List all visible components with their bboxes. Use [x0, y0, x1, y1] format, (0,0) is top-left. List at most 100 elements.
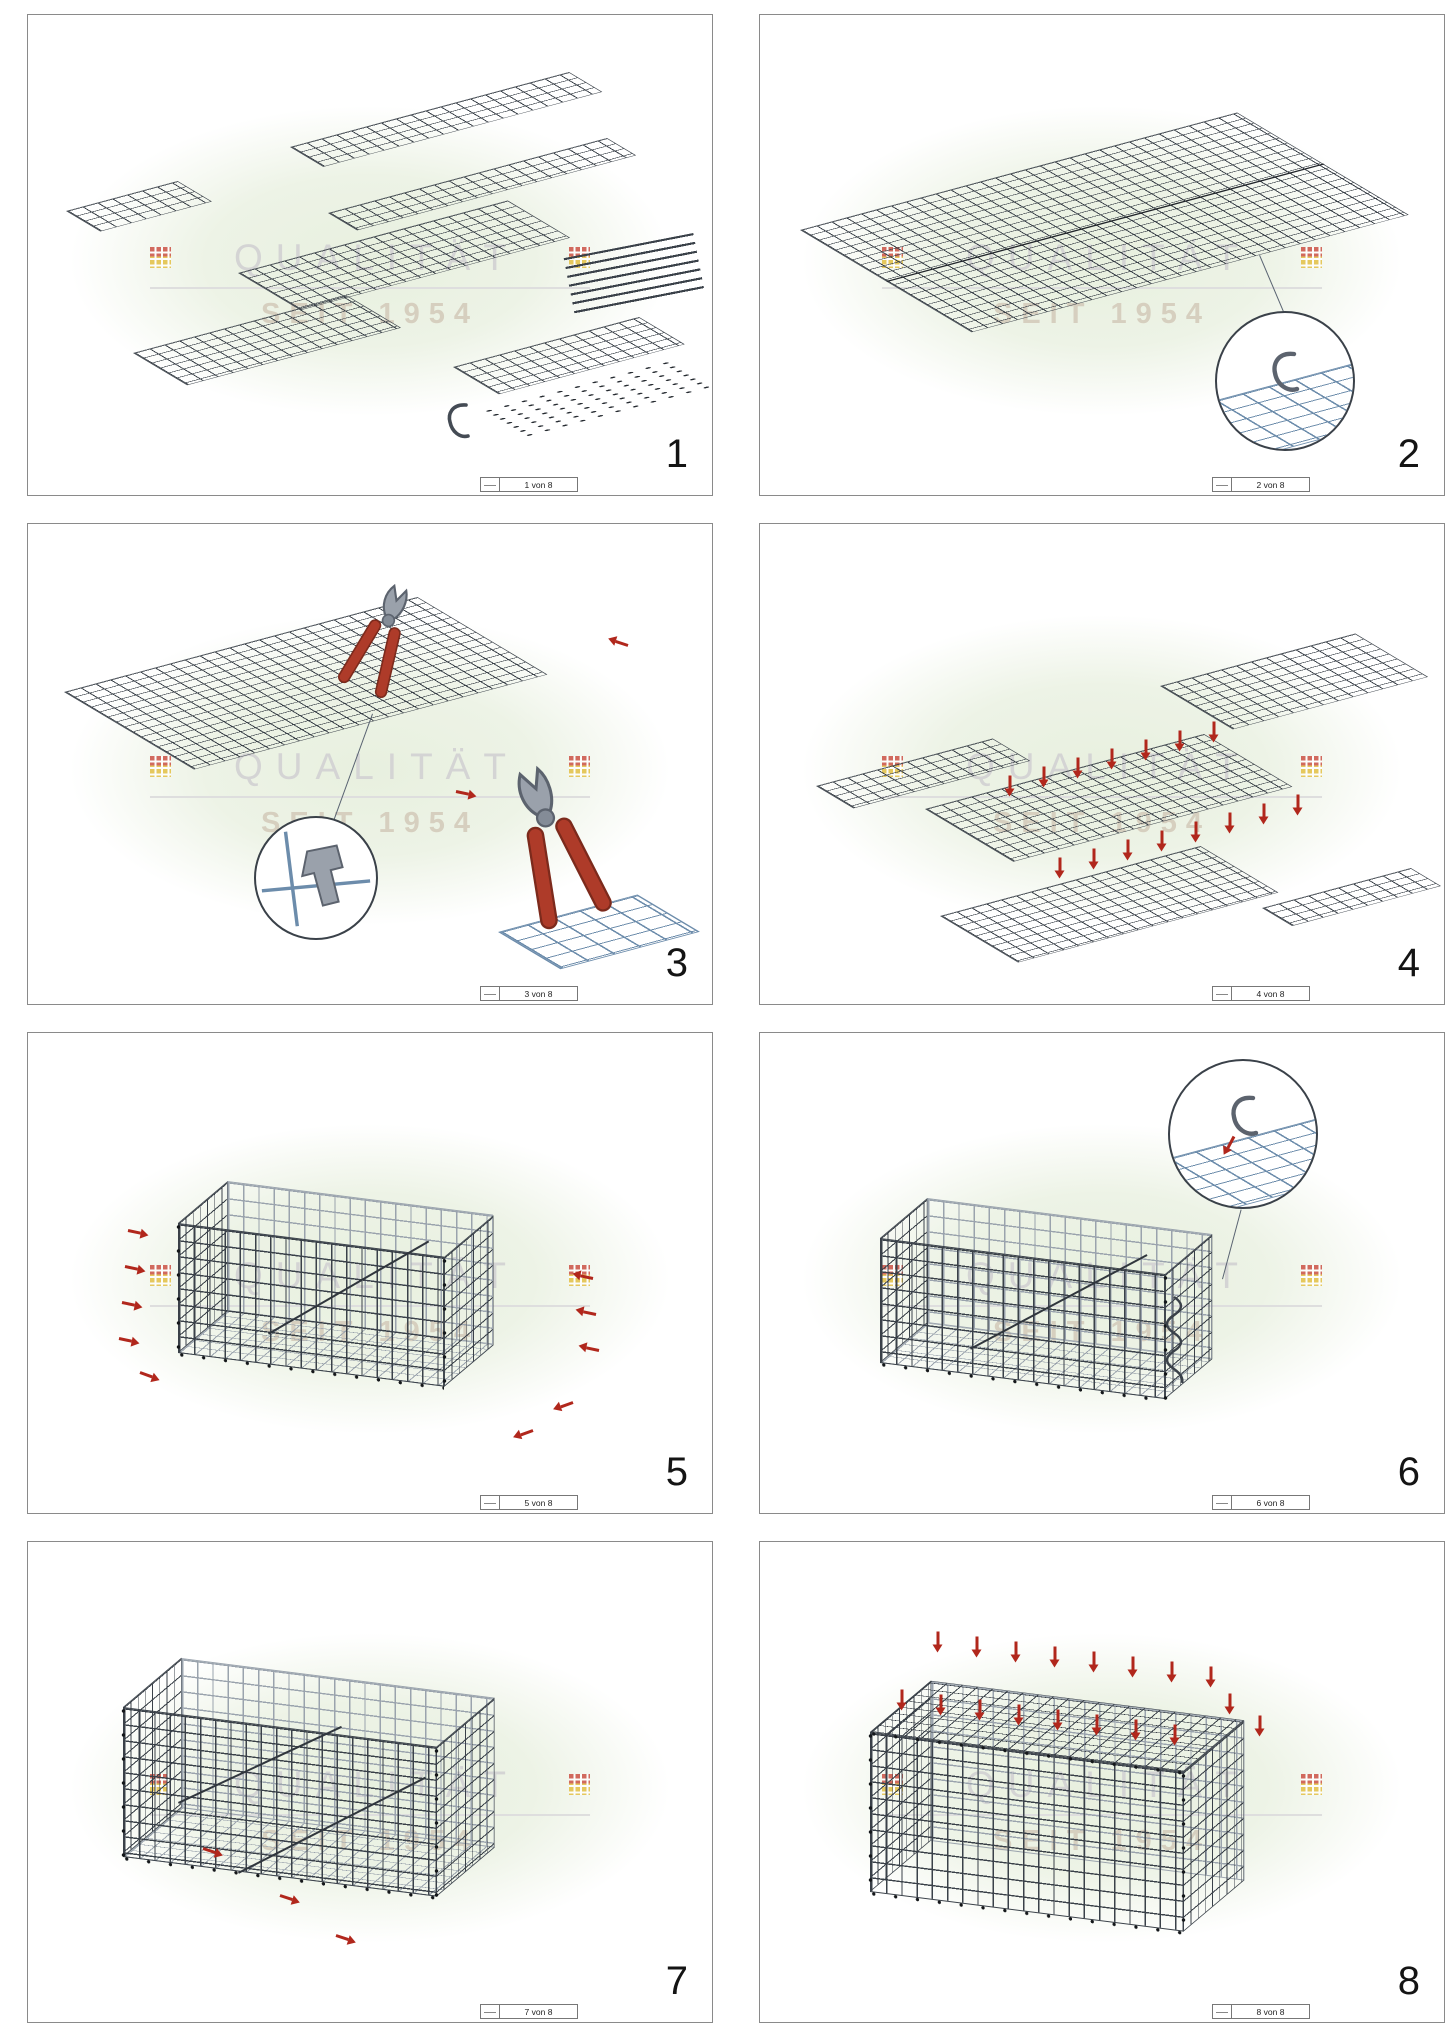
step-4-illustration	[760, 524, 1444, 1004]
sheet-footer-label: 3 von 8	[524, 988, 553, 999]
arrow-down-icon	[1194, 821, 1198, 835]
brand-logo-icon	[568, 1774, 590, 1796]
sheet-footer: 3 von 8	[480, 986, 578, 1001]
sheet-footer: 7 von 8	[480, 2004, 578, 2019]
mesh-panel	[64, 597, 548, 770]
step-number: 4	[1397, 941, 1420, 985]
step-1-illustration	[28, 15, 712, 495]
spiral-binding-dots	[441, 1257, 448, 1389]
c-clip-icon	[447, 403, 470, 439]
arrow-down-icon	[1134, 1719, 1138, 1733]
detail-leader-line	[1222, 1209, 1242, 1280]
arrow-icon	[127, 1229, 142, 1235]
sheet-footer-label: 4 von 8	[1256, 988, 1285, 999]
watermark-brand-row: QUALITÄT	[150, 746, 590, 798]
magnifier-detail	[254, 816, 378, 940]
arrow-down-icon	[1110, 748, 1114, 762]
step-8-panel: QUALITÄT SEIT 1954	[759, 1541, 1445, 2023]
step-2-panel: QUALITÄT SEIT 1954 2 2 von 8	[759, 14, 1445, 496]
sheet-footer: 5 von 8	[480, 1495, 578, 1510]
brand-logo-icon	[1300, 756, 1322, 778]
spiral-binding-dots	[175, 1223, 182, 1355]
step-number: 7	[665, 1959, 688, 2003]
rod-bundle	[563, 232, 705, 316]
sheet-footer-mark	[1213, 478, 1232, 491]
brand-logo-icon	[150, 247, 171, 269]
step-8-illustration	[760, 1542, 1444, 2022]
sheet-footer-label: 2 von 8	[1256, 479, 1285, 490]
arrow-down-icon	[1144, 739, 1148, 753]
sheet-footer-label: 1 von 8	[524, 479, 553, 490]
arrow-icon	[582, 1310, 597, 1316]
step-2-illustration	[760, 15, 1444, 495]
arrow-icon	[118, 1337, 133, 1343]
clip-tool-detail	[261, 831, 371, 927]
arrow-down-icon	[1228, 1693, 1232, 1707]
arrow-down-icon	[1058, 857, 1062, 871]
c-clip-icon	[1231, 1095, 1259, 1136]
arrow-down-icon	[975, 1636, 979, 1650]
magnifier-detail	[1168, 1059, 1318, 1209]
mesh-panel	[66, 181, 212, 232]
arrow-icon	[121, 1301, 136, 1307]
arrow-down-icon	[1014, 1641, 1018, 1655]
brand-logo-icon	[1300, 1774, 1322, 1796]
detail-leader-line	[1259, 255, 1286, 316]
arrow-down-icon	[978, 1699, 982, 1713]
step-number: 6	[1397, 1450, 1420, 1494]
sheet-footer-mark	[1213, 1496, 1232, 1509]
arrow-down-icon	[1076, 757, 1080, 771]
arrow-down-icon	[1056, 1709, 1060, 1723]
magnifier-detail	[1215, 311, 1355, 451]
sheet-footer: 8 von 8	[1212, 2004, 1310, 2019]
spiral-binding-dots	[433, 1747, 440, 1899]
arrow-icon	[615, 640, 629, 647]
sheet-footer-mark	[481, 478, 500, 491]
arrow-down-icon	[1258, 1715, 1262, 1729]
arrow-down-icon	[1296, 794, 1300, 808]
arrow-icon	[124, 1265, 139, 1271]
spiral-binding-dots	[1162, 1274, 1169, 1401]
arrow-down-icon	[900, 1689, 904, 1703]
step-5-illustration	[28, 1033, 712, 1513]
arrow-icon	[455, 790, 470, 796]
sheet-footer-mark	[481, 1496, 500, 1509]
mesh-panel	[1160, 633, 1429, 730]
step-3-illustration	[28, 524, 712, 1004]
sheet-footer-mark	[1213, 2005, 1232, 2018]
step-3-panel: QUALITÄT SEIT 1954	[27, 523, 713, 1005]
brand-logo-icon	[568, 756, 590, 778]
arrow-icon	[520, 1429, 534, 1437]
arrow-down-icon	[1212, 721, 1216, 735]
arrow-down-icon	[1262, 803, 1266, 817]
pliers-icon	[517, 765, 612, 930]
step-number: 5	[665, 1450, 688, 1494]
sheet-footer-label: 8 von 8	[1256, 2006, 1285, 2017]
brand-logo-icon	[1300, 1265, 1322, 1287]
sheet-footer-mark	[1213, 987, 1232, 1000]
sheet-footer: 6 von 8	[1212, 1495, 1310, 1510]
arrow-icon	[585, 1346, 600, 1352]
arrow-down-icon	[1228, 812, 1232, 826]
step-5-panel: QUALITÄT SEIT 1954 5	[27, 1032, 713, 1514]
mesh-panel	[133, 295, 401, 386]
step-6-illustration	[760, 1033, 1444, 1513]
spiral-binding-dots	[867, 1732, 874, 1894]
sheet-footer-label: 5 von 8	[524, 1497, 553, 1508]
arrow-down-icon	[1017, 1704, 1021, 1718]
sheet-footer-mark	[481, 987, 500, 1000]
arrow-icon	[139, 1371, 153, 1379]
arrow-down-icon	[939, 1694, 943, 1708]
arrow-down-icon	[1008, 775, 1012, 789]
arrow-down-icon	[1092, 1651, 1096, 1665]
sheet-footer: 4 von 8	[1212, 986, 1310, 1001]
step-number: 3	[665, 941, 688, 985]
watermark-line1: QUALITÄT	[234, 745, 519, 787]
arrow-down-icon	[936, 1631, 940, 1645]
arrow-down-icon	[1170, 1661, 1174, 1675]
arrow-down-icon	[1053, 1646, 1057, 1660]
step-1-panel: QUALITÄT SEIT 1954 1 1 von 8	[27, 14, 713, 496]
arrow-icon	[335, 1934, 349, 1941]
arrow-down-icon	[1042, 766, 1046, 780]
